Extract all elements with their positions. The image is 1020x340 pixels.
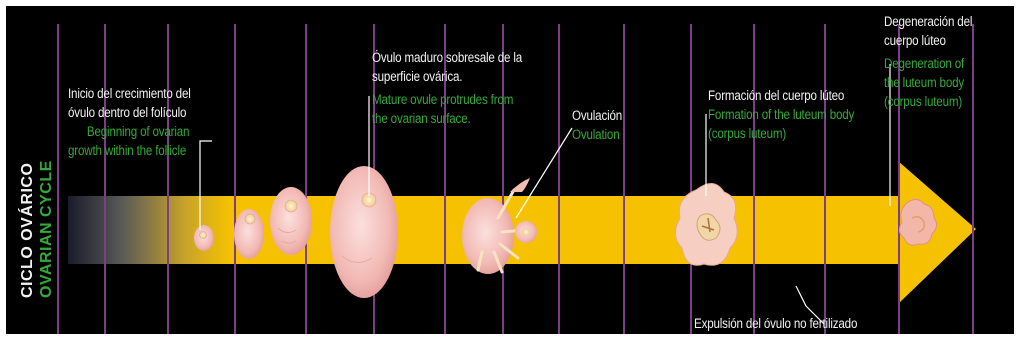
ovarian-cycle-diagram: CICLO OVÁRICO OVARIAN CYCLE Inicio del c… xyxy=(6,6,1014,334)
leader-expulsion xyxy=(795,285,825,325)
formacion-en-line-1: Formation of the luteum body xyxy=(708,107,855,122)
diagram-graphics xyxy=(57,24,976,334)
divider-lines xyxy=(57,24,974,334)
leader-lines xyxy=(199,64,891,325)
inicio-en-line-2: growth within the follicle xyxy=(68,143,187,158)
degeneracion-en-line-1: Degeneration of xyxy=(884,56,965,71)
degeneracion-es-line-2: cuerpo lúteo xyxy=(884,33,946,48)
label-formacion: Formación del cuerpo lúteo Formation of … xyxy=(708,86,854,143)
leader-ovulacion xyxy=(515,127,573,219)
follicle-secondary xyxy=(270,187,312,255)
degeneracion-en-line-3: (corpus luteum) xyxy=(884,94,963,109)
maduro-es-line-2: superficie ovárica. xyxy=(372,69,463,84)
maduro-en-line-2: the ovarian surface. xyxy=(372,111,471,126)
side-title-es: CICLO OVÁRICO xyxy=(19,162,36,298)
mature-follicle xyxy=(330,166,398,298)
inicio-en-line-1: Beginning of ovarian xyxy=(86,124,190,139)
degeneracion-es-line-1: Degeneración del xyxy=(884,14,973,29)
inicio-es-line-2: óvulo dentro del folículo xyxy=(68,105,187,120)
ovulacion-en: Ovulation xyxy=(572,127,620,142)
maduro-es-line-1: Óvulo maduro sobresale de la xyxy=(372,50,523,65)
maduro-en-line-1: Mature ovule protrudes from xyxy=(372,92,514,107)
ovulacion-es: Ovulación xyxy=(572,108,623,123)
ovulating-follicle xyxy=(462,178,537,274)
inicio-es-line-1: Inicio del crecimiento del xyxy=(68,86,191,101)
formacion-es: Formación del cuerpo lúteo xyxy=(708,88,845,103)
degeneracion-en-line-2: the luteum body xyxy=(884,75,965,90)
expulsion-es: Expulsión del óvulo no fertilizado xyxy=(694,316,858,331)
label-inicio: Inicio del crecimiento del óvulo dentro … xyxy=(68,84,191,160)
label-ovulacion: Ovulación Ovulation xyxy=(572,106,622,144)
formacion-en-line-2: (corpus luteum) xyxy=(708,126,787,141)
follicle-growing xyxy=(234,209,264,259)
corpus-luteum xyxy=(675,183,738,266)
label-expulsion: Expulsión del óvulo no fertilizado xyxy=(694,314,857,333)
side-title-en: OVARIAN CYCLE xyxy=(38,160,55,298)
degenerating-corpus-luteum xyxy=(898,198,938,246)
follicle-small xyxy=(194,225,214,251)
label-maduro: Óvulo maduro sobresale de la superficie … xyxy=(372,48,522,128)
label-degeneracion: Degeneración del cuerpo lúteo Degenerati… xyxy=(884,12,972,111)
side-title: CICLO OVÁRICO OVARIAN CYCLE xyxy=(18,88,56,298)
leader-inicio xyxy=(199,140,212,230)
